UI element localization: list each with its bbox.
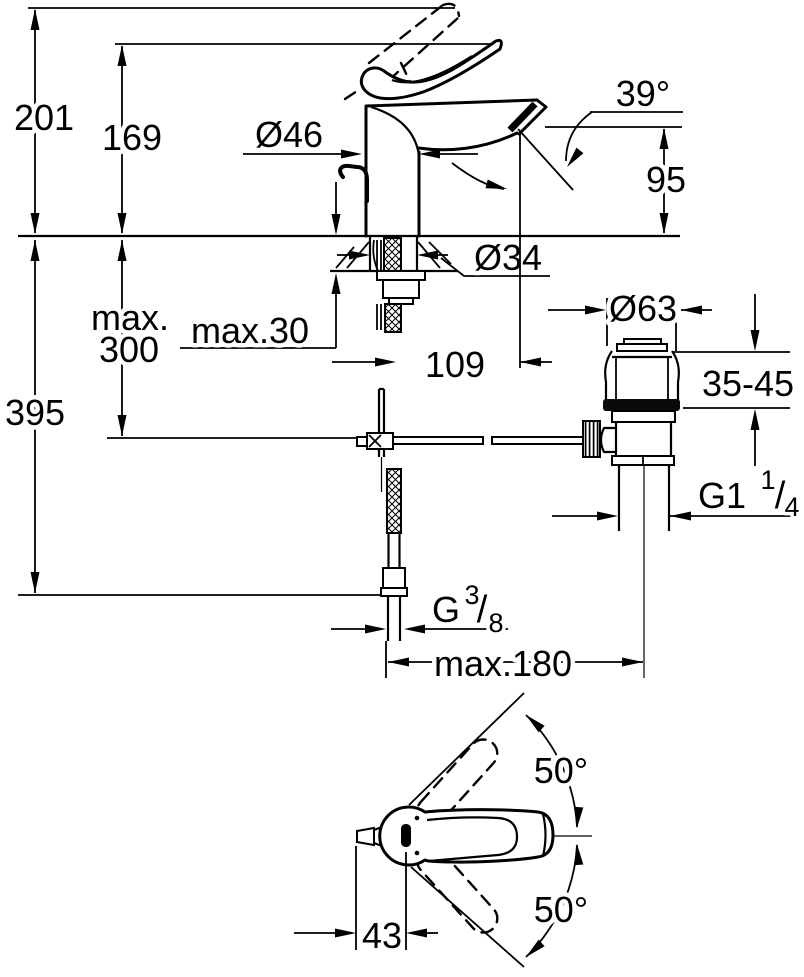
label-waste-diameter: Ø63 — [609, 288, 677, 329]
dimension-waste-distance: max.180 — [385, 639, 643, 689]
dimension-spout-reach: 109 — [332, 132, 552, 390]
dimension-waste-thread: G1 1 / 4 — [552, 462, 803, 526]
hose-nut — [382, 567, 406, 589]
spout-outlet-top — [356, 826, 375, 847]
label-swing-lower: 50° — [534, 889, 588, 930]
label-body-top-height: 169 — [102, 117, 162, 158]
label-swing-upper: 50° — [534, 750, 588, 791]
mounting-washer — [376, 270, 426, 281]
label-spout-angle: 39° — [616, 73, 670, 114]
label-basin-thickness: 35-45 — [702, 363, 794, 404]
label-deck-thickness: max.30 — [191, 310, 309, 351]
label-spout-offset: 43 — [362, 915, 402, 956]
dimension-169: 169 — [97, 45, 167, 234]
knurled-knob — [582, 420, 601, 458]
swing-leg-upper — [408, 692, 525, 806]
side-view: 201 169 Ø46 39° — [0, 2, 803, 689]
label-supply-thread: G — [432, 589, 460, 630]
label-pull-rod-max-word: max. — [91, 297, 169, 338]
dimension-spout-offset: 43 — [294, 846, 438, 961]
label-supply-thread-slash: / — [477, 589, 488, 631]
dimension-spout-angle: 39° — [451, 69, 675, 191]
faucet-top-outline — [356, 805, 555, 867]
mounting-hardware — [372, 237, 426, 333]
faucet-body — [338, 98, 548, 238]
label-spout-reach: 109 — [425, 344, 485, 385]
pop-up-waste — [582, 338, 680, 678]
handle-lever — [359, 38, 503, 101]
label-waste-thread-slash: / — [775, 475, 786, 517]
label-supply-thread-numerator: 3 — [464, 580, 479, 610]
label-supply-thread-denominator: 8 — [488, 608, 503, 638]
dimension-pull-rod-max: max. 300 — [86, 240, 174, 436]
label-waste-thread-denominator: 4 — [784, 492, 799, 522]
label-waste-thread: G1 — [698, 475, 746, 516]
dimension-supply-thread: G 3 / 8 — [331, 577, 508, 642]
dimension-swing-lower: 50° — [525, 844, 593, 958]
dimension-hole-diameter: Ø34 — [337, 233, 550, 283]
top-view: 50° 50° 43 — [294, 692, 593, 968]
dimension-body-diameter: Ø46 — [243, 110, 478, 160]
dimension-swing-upper: 50° — [525, 714, 593, 828]
threaded-shank — [383, 237, 402, 272]
dimension-basin-thickness: 35-45 — [672, 294, 799, 466]
aerator-band — [507, 101, 538, 133]
pull-rod-assembly — [356, 387, 584, 492]
label-spout-height: 95 — [646, 159, 686, 200]
pop-up-rod-hook — [338, 163, 369, 203]
dimension-201: 201 — [9, 9, 79, 234]
dimension-deck-thickness: max.30 — [180, 182, 341, 356]
label-overall-height: 201 — [14, 97, 74, 138]
braided-hose — [386, 468, 402, 534]
label-waste-distance: max.180 — [434, 643, 572, 684]
mounting-nut — [382, 279, 420, 299]
label-hose-length: 395 — [5, 392, 65, 433]
dimension-hose-length: 395 — [0, 240, 70, 593]
dimension-spout-height: 95 — [641, 128, 691, 234]
label-body-diameter: Ø46 — [255, 114, 323, 155]
cartridge-slot — [401, 824, 411, 847]
label-waste-thread-numerator: 1 — [760, 465, 775, 495]
swing-leg-lower — [410, 866, 525, 968]
label-pull-rod-max-value: 300 — [99, 329, 159, 370]
horizontal-rod — [392, 436, 484, 445]
label-hole-diameter: Ø34 — [474, 237, 542, 278]
dimension-waste-diameter: Ø63 — [548, 284, 712, 351]
reference-lines — [18, 7, 683, 596]
waste-seal-ring — [603, 399, 680, 411]
supply-hose — [380, 468, 408, 641]
